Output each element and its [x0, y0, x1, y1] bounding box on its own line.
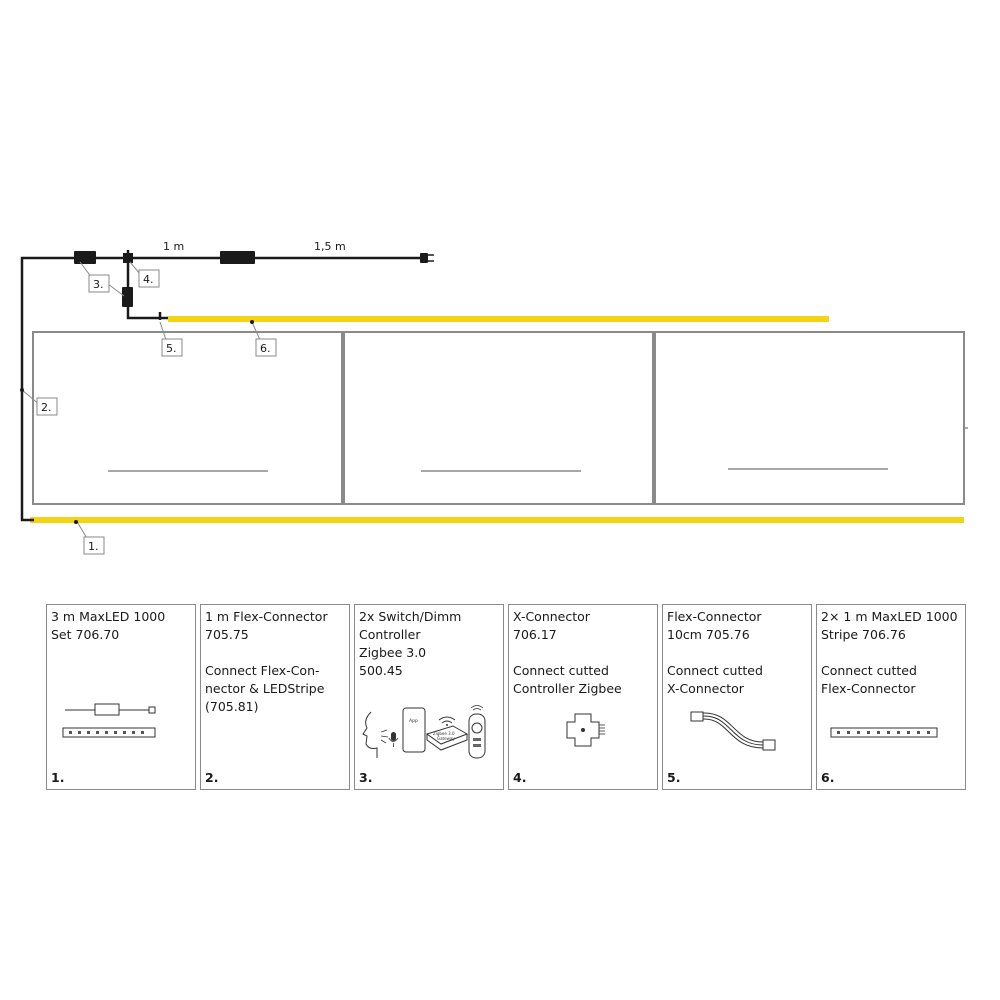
card-x-connector: X-Connector 706.17 Connect cutted Contro…	[508, 604, 658, 790]
card-number: 6.	[821, 770, 835, 785]
callout-3: 3.	[93, 278, 104, 291]
gateway-label-2: Gateway	[437, 736, 455, 741]
led-stripe-icon	[830, 727, 938, 738]
zigbee-controller-box	[74, 251, 96, 264]
plug	[420, 253, 428, 263]
card-title: Flex-Connector 10cm 705.76	[667, 609, 762, 642]
cabinet-row	[32, 331, 968, 505]
callout-2: 2.	[41, 401, 52, 414]
flex-connector-icon	[690, 711, 776, 751]
callout-5: 5.	[166, 342, 177, 355]
app-label: App	[409, 718, 418, 724]
card-title: 1 m Flex-Connector 705.75	[205, 609, 328, 642]
cable-components	[74, 251, 434, 307]
zigbee-controller-icon: App Zigbee 3.0 Gateway	[362, 705, 486, 759]
controller-cable	[126, 250, 168, 320]
card-desc: Connect cutted X-Connector	[667, 663, 763, 696]
card-led-stripe: 2× 1 m MaxLED 1000 Stripe 706.76 Connect…	[816, 604, 966, 790]
card-zigbee-controller: 2x Switch/Dimm Controller Zigbee 3.0 500…	[354, 604, 504, 790]
cables	[20, 250, 425, 522]
card-title: 2× 1 m MaxLED 1000 Stripe 706.76	[821, 609, 958, 642]
card-number: 4.	[513, 770, 527, 785]
phone-icon	[402, 707, 426, 753]
callout-3-leader-b	[107, 283, 125, 297]
power-supply-box	[220, 251, 255, 264]
card-led-set: 3 m MaxLED 1000 Set 706.70 1.	[46, 604, 196, 790]
card-desc: Connect Flex-Con- nector & LEDStripe (70…	[205, 663, 325, 714]
callout-6-leader	[251, 321, 261, 341]
led-set-icon	[62, 703, 156, 738]
card-number: 2.	[205, 770, 219, 785]
x-connector-icon	[566, 713, 605, 747]
card-flex-connector-10cm: Flex-Connector 10cm 705.76 Connect cutte…	[662, 604, 812, 790]
gateway-label-1: Zigbee 3.0	[433, 731, 455, 736]
callout-4: 4.	[143, 273, 154, 286]
callout-boxes: 3. 4. 5. 6. 2. 1.	[36, 269, 277, 555]
callout-6: 6.	[260, 342, 271, 355]
length-label-1m: 1 m	[163, 240, 184, 253]
card-number: 5.	[667, 770, 681, 785]
x-connector-node	[123, 253, 133, 263]
main-cable	[20, 256, 425, 522]
card-number: 1.	[51, 770, 65, 785]
zigbee-controller-box-2	[122, 287, 133, 307]
card-number: 3.	[359, 770, 373, 785]
remote-icon	[468, 713, 486, 759]
card-title: X-Connector 706.17	[513, 609, 590, 642]
wifi-icon	[438, 716, 456, 724]
cabinet-3	[654, 331, 965, 505]
card-title: 3 m MaxLED 1000 Set 706.70	[51, 609, 166, 642]
callout-2-dot	[20, 388, 24, 392]
callout-5-leader	[159, 321, 167, 341]
length-label-1-5m: 1,5 m	[314, 240, 346, 253]
callout-6-dot	[250, 320, 254, 324]
callout-4-leader	[129, 261, 141, 275]
cabinet-2	[343, 331, 654, 505]
cabinet-1	[32, 331, 343, 505]
callout-1: 1.	[88, 540, 99, 553]
card-title: 2x Switch/Dimm Controller Zigbee 3.0 500…	[359, 609, 462, 678]
callout-1-dot	[74, 520, 78, 524]
card-desc: Connect cutted Controller Zigbee	[513, 663, 622, 696]
card-desc: Connect cutted Flex-Connector	[821, 663, 917, 696]
card-flex-connector-1m: 1 m Flex-Connector 705.75 Connect Flex-C…	[200, 604, 350, 790]
